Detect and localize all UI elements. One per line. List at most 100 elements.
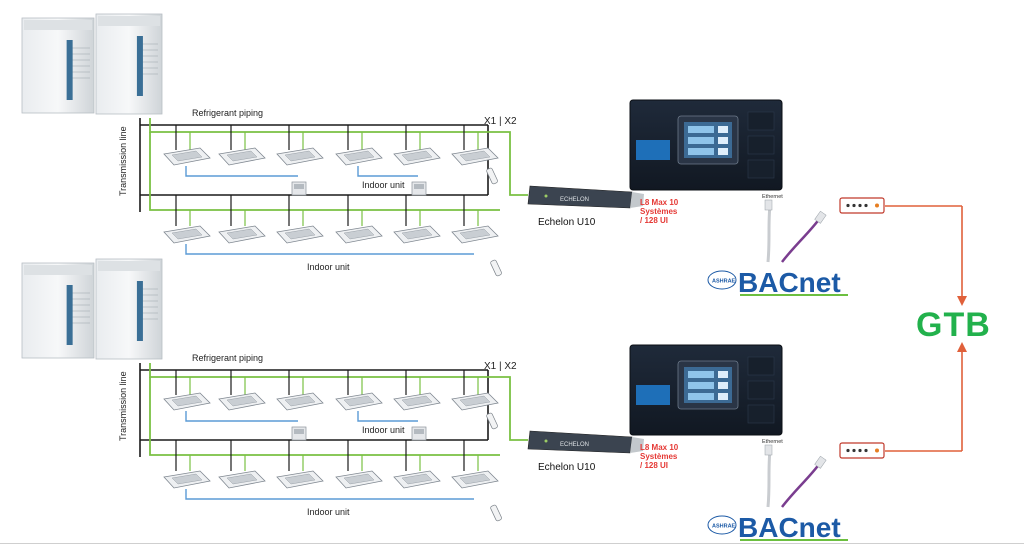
gateway-label: Echelon U10 [538, 462, 596, 473]
cassette-grille [343, 228, 375, 240]
indoor-unit-bottom-4 [335, 225, 383, 244]
network-router [839, 442, 885, 459]
ethernet-plug-2 [814, 455, 827, 469]
indoor-unit-bottom-4 [335, 470, 383, 489]
echelon-u10-gateway: ECHELON [527, 430, 644, 454]
capacity-line-1: L8 Max 10 [640, 443, 679, 452]
capacity-line-3: / 128 UI [640, 216, 668, 225]
transmission-label: Transmission line [118, 371, 128, 441]
indoor-unit-bottom-3 [276, 470, 324, 489]
router-port [864, 448, 868, 453]
bacnet-controller [629, 99, 783, 191]
cassette-grille [284, 228, 316, 240]
cassette-grille [284, 473, 316, 485]
controller-display-toggle [718, 382, 728, 389]
usb-plug [630, 192, 644, 208]
usb-plug [630, 437, 644, 453]
refrigerant-label: Refrigerant piping [192, 353, 263, 363]
remote-wire-3 [185, 244, 474, 255]
controller-display-row [688, 148, 714, 155]
indoor-unit-label-bottom: Indoor unit [307, 262, 350, 272]
controller-display-toggle [718, 393, 728, 400]
usb-brand: ECHELON [560, 197, 589, 203]
indoor-unit-top-3 [276, 392, 324, 411]
refrigerant-label: Refrigerant piping [192, 108, 263, 118]
router-port [858, 203, 862, 208]
indoor-unit-bottom-3 [276, 225, 324, 244]
controller-display-toggle [718, 148, 728, 155]
outdoor-unit-body [95, 13, 163, 115]
cassette-grille [459, 473, 491, 485]
controller-display-row [688, 382, 714, 389]
indoor-unit-top-2 [218, 392, 266, 411]
indoor-unit-top-4 [335, 147, 383, 166]
remote-control-2 [490, 259, 502, 277]
wall-controller-1 [291, 426, 307, 441]
remote-wire-1 [185, 411, 298, 422]
indoor-unit-top-6 [451, 147, 499, 166]
indoor-unit-bottom-1 [163, 470, 211, 489]
router-port [864, 203, 868, 208]
indoor-unit-bottom-1 [163, 225, 211, 244]
wall-controller-1 [291, 181, 307, 196]
outdoor-unit-2 [95, 13, 163, 115]
ethernet-cable-1 [766, 204, 772, 263]
cassette-grille [401, 150, 433, 162]
cassette-grille [171, 228, 203, 240]
router-body [839, 442, 885, 459]
usb-led [544, 439, 548, 443]
usb-led [544, 194, 548, 198]
indoor-unit-bottom-5 [393, 225, 441, 244]
controller-display-toggle [718, 126, 728, 133]
controller-io-module [747, 404, 775, 424]
bus-label: X1 | X2 [484, 361, 517, 372]
wall-controller-screen [294, 184, 304, 189]
indoor-unit-bottom-6 [451, 470, 499, 489]
router-port [852, 448, 856, 453]
outdoor-unit-stripe [136, 36, 143, 96]
remote-control-1 [486, 412, 498, 430]
cassette-grille [226, 150, 258, 162]
indoor-unit-top-6 [451, 392, 499, 411]
gtb-arrow-up [957, 342, 967, 352]
capacity-line-2: Systèmes [640, 452, 678, 461]
outdoor-unit-top [98, 261, 160, 271]
indoor-unit-top-5 [393, 392, 441, 411]
indoor-unit-label-bottom: Indoor unit [307, 507, 350, 517]
remote-control-1 [486, 167, 498, 185]
cassette-grille [401, 228, 433, 240]
ashrae-badge [707, 515, 737, 535]
remote-wire-3 [185, 489, 474, 500]
refrigerant-top [149, 363, 528, 441]
ethernet-label: Ethernet [762, 194, 783, 200]
controller-display-row [688, 393, 714, 400]
ethernet-plug-1 [764, 444, 773, 456]
bacnet-underline [740, 294, 848, 296]
controller-io-module [747, 356, 775, 376]
controller-display-row [688, 137, 714, 144]
router-led [875, 448, 879, 453]
indoor-unit-bottom-2 [218, 470, 266, 489]
cassette-grille [284, 395, 316, 407]
outdoor-unit-top [98, 16, 160, 26]
controller-display-row [688, 371, 714, 378]
ethernet-plug-1 [764, 199, 773, 211]
cassette-grille [171, 150, 203, 162]
outdoor-unit-stripe [136, 281, 143, 341]
remote-wire-2 [357, 411, 418, 422]
outdoor-unit-top [24, 20, 92, 30]
controller-io-module [747, 111, 775, 131]
cassette-grille [171, 395, 203, 407]
refrigerant-bottom [149, 132, 500, 211]
cassette-grille [459, 395, 491, 407]
cassette-grille [459, 228, 491, 240]
ethernet-label: Ethernet [762, 439, 783, 445]
indoor-unit-label-mid: Indoor unit [362, 180, 405, 190]
outdoor-unit-stripe [66, 285, 73, 345]
router-port [846, 448, 850, 453]
indoor-unit-label-mid: Indoor unit [362, 425, 405, 435]
indoor-unit-bottom-2 [218, 225, 266, 244]
cassette-grille [401, 473, 433, 485]
